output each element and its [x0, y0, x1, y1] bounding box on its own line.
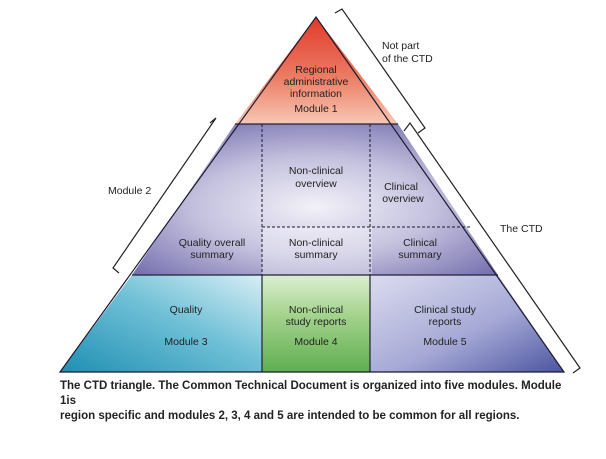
quality-overall-summary-line2: summary [190, 249, 234, 261]
quality-overall-summary-line1: Quality overall [179, 237, 246, 249]
module1-line4: Module 1 [294, 103, 337, 115]
nonclinical-overview-line2: overview [295, 178, 337, 190]
figure-caption: The CTD triangle. The Common Technical D… [60, 379, 580, 424]
module1-label: Regional administrative information Modu… [284, 64, 349, 115]
bracket-not-part [334, 8, 426, 134]
module1-line2: administrative [284, 76, 349, 88]
module2-center-highlight [262, 227, 372, 275]
module4-line3: Module 4 [294, 336, 337, 348]
bracket-module2 [112, 117, 217, 274]
module5-line1: Clinical study [414, 304, 477, 316]
module3-line2: Module 3 [164, 336, 207, 348]
module2-shape [132, 124, 498, 275]
module1-shape [235, 17, 398, 124]
clinical-summary-line2: summary [398, 249, 442, 261]
module2-annotation: Module 2 [108, 185, 151, 197]
module5-line3: Module 5 [423, 336, 466, 348]
module3-line1: Quality [170, 304, 203, 316]
annotation-brackets [112, 8, 581, 374]
side-annotations: Not part of the CTD Module 2 The CTD [108, 40, 543, 235]
bracket-the-ctd [403, 121, 581, 374]
module4-line2: study reports [286, 316, 347, 328]
caption-line2: region specific and modules 2, 3, 4 and … [60, 410, 520, 422]
the-ctd-annotation: The CTD [500, 223, 543, 235]
not-part-line1: Not part [382, 40, 419, 52]
module4-shape [262, 275, 370, 372]
clinical-overview-line2: overview [382, 193, 424, 205]
pyramid-outline [58, 15, 566, 373]
module5-shape [370, 275, 564, 372]
bottom-band-labels: Quality Module 3 Non-clinical study repo… [164, 304, 476, 348]
module5-line2: reports [429, 316, 462, 328]
nonclinical-overview-line1: Non-clinical [289, 165, 343, 177]
caption-line1: The CTD triangle. The Common Technical D… [60, 380, 562, 407]
module3-shape [60, 275, 262, 372]
nonclinical-summary-line1: Non-clinical [289, 237, 343, 249]
module2-labels: Non-clinical overview Clinical overview … [179, 165, 443, 261]
module2-dashed-grid [261, 124, 470, 275]
band-separators [132, 123, 498, 372]
module1-line1: Regional [295, 64, 336, 76]
module4-line1: Non-clinical [289, 304, 343, 316]
clinical-summary-line1: Clinical [403, 237, 437, 249]
clinical-overview-line1: Clinical [384, 181, 418, 193]
nonclinical-summary-line2: summary [294, 249, 338, 261]
not-part-line2: of the CTD [382, 53, 433, 65]
module1-line3: information [290, 88, 342, 100]
